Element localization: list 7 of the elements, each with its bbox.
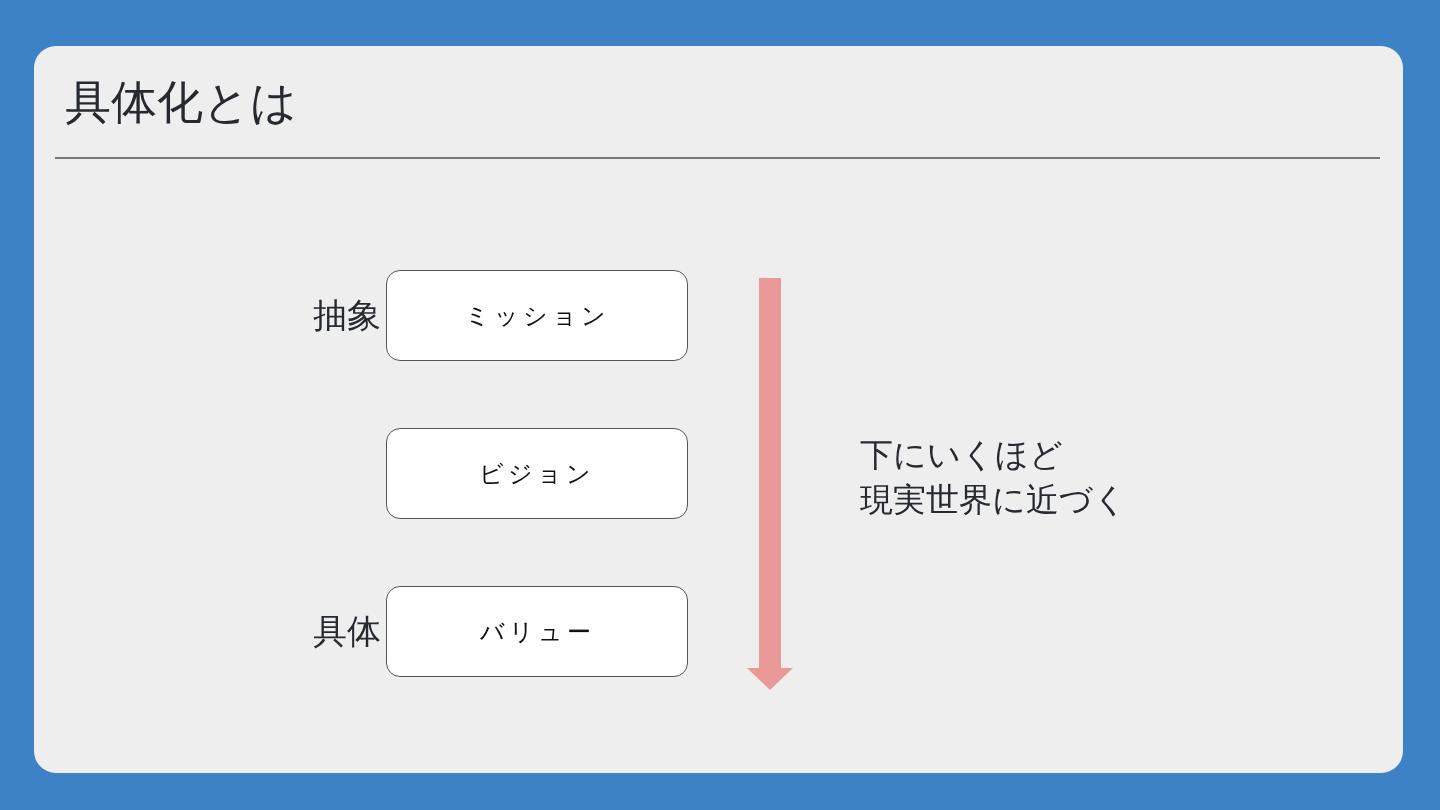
note-text: 下にいくほど現実世界に近づく [860,435,1127,520]
slide-title: 具体化とは [65,75,297,130]
level-label: 具体 [313,611,381,651]
level-box: ミッション [386,270,688,361]
level-box: ビジョン [386,428,688,519]
level-box: バリュー [386,586,688,677]
level-label: 抽象 [313,295,381,335]
